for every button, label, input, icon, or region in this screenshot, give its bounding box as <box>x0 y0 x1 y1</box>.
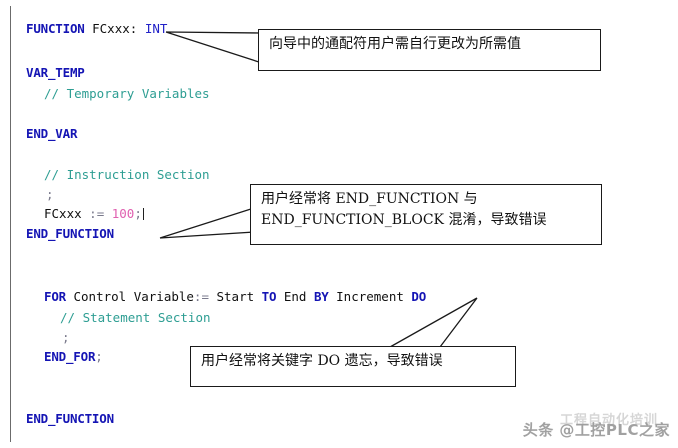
identifier-fcxxx-assign: FCxxx <box>44 206 82 221</box>
code-line-comment-temp-vars: // Temporary Variables <box>44 87 210 100</box>
comment-statement-section: // Statement Section <box>60 310 211 325</box>
code-line-end-var: END_VAR <box>26 127 77 140</box>
code-line-semicolon-2: ; <box>62 331 70 344</box>
code-line-end-for: END_FOR; <box>44 350 103 363</box>
identifier-fcxxx: FCxxx <box>84 21 130 36</box>
text-caret <box>142 208 144 220</box>
comment-temporary-variables: // Temporary Variables <box>44 86 210 101</box>
callout-end-function-note[interactable]: 用户经常将 END_FUNCTION 与 END_FUNCTION_BLOCK … <box>250 184 602 245</box>
punct-semicolon-2: ; <box>62 330 70 345</box>
colon-punct: : <box>129 21 138 36</box>
code-line-end-function-2: END_FUNCTION <box>26 412 114 425</box>
callout-do-keyword-line1: 用户经常将关键字 DO 遗忘，导致错误 <box>201 353 443 369</box>
keyword-end-function: END_FUNCTION <box>26 226 114 241</box>
code-line-comment-statement-section: // Statement Section <box>60 311 211 324</box>
identifier-end: End <box>276 289 314 304</box>
operator-assign: := <box>81 206 112 221</box>
keyword-to: TO <box>261 289 277 304</box>
identifier-control-variable: Control Variable <box>65 289 194 304</box>
callout-do-keyword-note[interactable]: 用户经常将关键字 DO 遗忘，导致错误 <box>190 346 516 387</box>
keyword-end-for: END_FOR <box>44 349 96 364</box>
code-line-comment-instruction-section: // Instruction Section <box>44 168 210 181</box>
code-line-function-decl: FUNCTION FCxxx: INT <box>26 22 167 35</box>
literal-100: 100 <box>111 206 135 221</box>
code-line-var-temp: VAR_TEMP <box>26 66 85 79</box>
operator-assign-for: := <box>193 289 209 304</box>
callout-end-function-line2: END_FUNCTION_BLOCK 混淆，导致错误 <box>261 212 547 228</box>
editor-left-rule <box>10 6 11 442</box>
code-line-for: FOR Control Variable:= Start TO End BY I… <box>44 290 426 303</box>
keyword-function: FUNCTION <box>26 21 85 36</box>
callout-end-function-line1: 用户经常将 END_FUNCTION 与 <box>261 191 478 207</box>
punct-semicolon-assign: ; <box>134 206 142 221</box>
comment-instruction-section: // Instruction Section <box>44 167 210 182</box>
keyword-do: DO <box>411 289 427 304</box>
identifier-increment: Increment <box>328 289 412 304</box>
callout-wildcard-note[interactable]: 向导中的通配符用户需自行更改为所需值 <box>258 29 601 71</box>
punct-semicolon-end-for: ; <box>95 349 103 364</box>
watermark-text: 头条 @工控PLC之家 <box>522 421 670 439</box>
keyword-for: FOR <box>44 289 66 304</box>
type-int: INT <box>137 21 168 36</box>
keyword-var-temp: VAR_TEMP <box>26 65 85 80</box>
keyword-end-var: END_VAR <box>26 126 78 141</box>
keyword-end-function-2: END_FUNCTION <box>26 411 114 426</box>
punct-semicolon: ; <box>46 187 54 202</box>
watermark-ghost-text: 工程自动化培训 <box>559 413 658 428</box>
code-line-end-function-1: END_FUNCTION <box>26 227 114 240</box>
keyword-by: BY <box>313 289 329 304</box>
code-line-assignment: FCxxx := 100; <box>44 207 144 220</box>
callout-wildcard-line1: 向导中的通配符用户需自行更改为所需值 <box>269 36 521 52</box>
identifier-start: Start <box>208 289 262 304</box>
code-line-semicolon-1: ; <box>46 188 54 201</box>
